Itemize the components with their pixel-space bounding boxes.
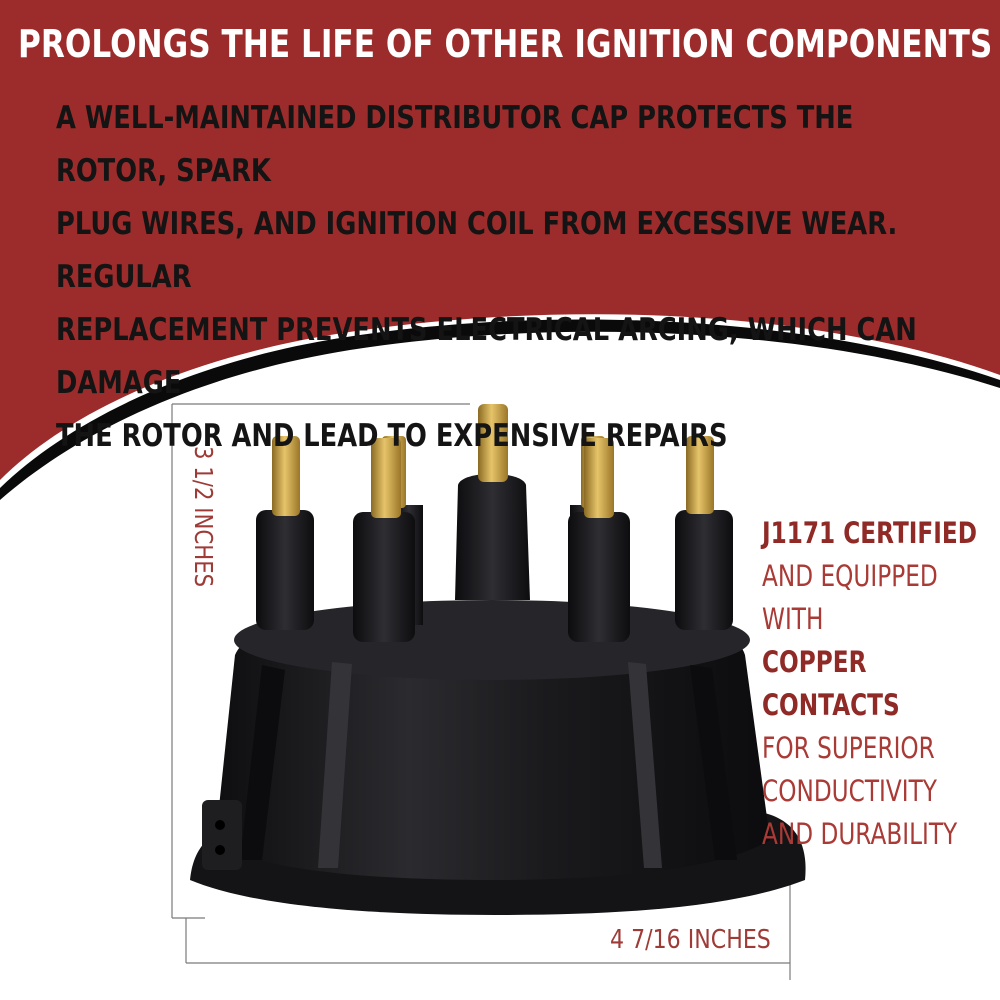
feature-contacts: COPPER CONTACTS <box>762 645 900 722</box>
feature-callout: J1171 CERTIFIED AND EQUIPPED WITH COPPER… <box>762 512 994 856</box>
width-dimension-label: 4 7/16 INCHES <box>610 925 771 955</box>
height-dimension-label: 3 1/2 INCHES <box>189 446 218 588</box>
description-line: A WELL-MAINTAINED DISTRIBUTOR CAP PROTEC… <box>56 100 854 189</box>
description-line: THE ROTOR AND LEAD TO EXPENSIVE REPAIRS <box>56 418 728 454</box>
banner-shape <box>0 0 1000 480</box>
swoosh-shape <box>0 319 1000 500</box>
feature-line: FOR SUPERIOR <box>762 731 935 765</box>
feature-line: CONDUCTIVITY <box>762 774 937 808</box>
dimension-lines <box>171 403 791 980</box>
terminal-towers <box>256 404 733 642</box>
feature-line: AND EQUIPPED WITH <box>762 559 938 636</box>
description-line: REPLACEMENT PREVENTS ELECTRICAL ARCING, … <box>56 312 917 401</box>
feature-certification: J1171 CERTIFIED <box>762 516 978 550</box>
headline: PROLONGS THE LIFE OF OTHER IGNITION COMP… <box>18 22 993 66</box>
distributor-cap-icon <box>190 404 806 915</box>
description-line: PLUG WIRES, AND IGNITION COIL FROM EXCES… <box>56 206 898 295</box>
description-text: A WELL-MAINTAINED DISTRIBUTOR CAP PROTEC… <box>56 92 961 463</box>
feature-line: AND DURABILITY <box>762 817 958 851</box>
